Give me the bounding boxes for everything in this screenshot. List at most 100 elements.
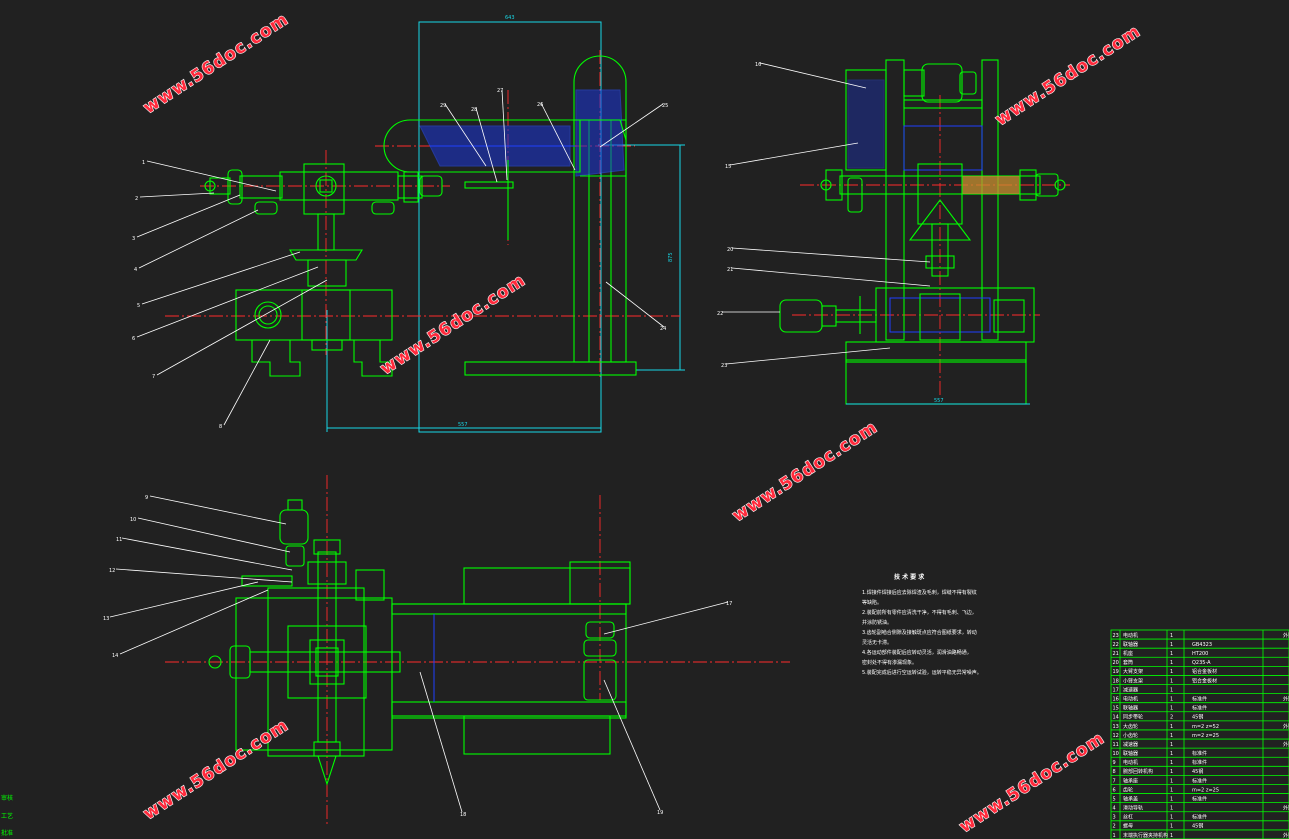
bom-cell-mat: 标准件	[1192, 759, 1207, 766]
bom-cell-mat: 标准件	[1192, 705, 1207, 712]
bom-cell-name: 减速器	[1123, 741, 1138, 748]
watermark-text: www.56doc.com	[729, 417, 882, 526]
bom-cell-no: 15	[1113, 706, 1119, 712]
bom-cell-mat: m=2 z=25	[1192, 733, 1219, 739]
front-view: 643 875 557	[132, 15, 685, 433]
bom-cell-name: 机座	[1123, 650, 1133, 657]
leader-label-24: 24	[660, 326, 666, 332]
bom-cell-qty: 1	[1170, 660, 1173, 666]
bom-cell-no: 11	[1113, 742, 1119, 748]
leader-label-3: 3	[132, 236, 135, 242]
dim-top: 643	[505, 15, 515, 21]
corner-mark: 工艺	[1, 812, 13, 820]
bom-cell-no: 1	[1113, 833, 1116, 839]
bom-cell-qty: 1	[1170, 787, 1173, 793]
leader-label-10: 10	[130, 517, 136, 523]
bom-cell-no: 18	[1113, 678, 1119, 684]
corner-mark: 批准	[1, 829, 13, 837]
watermarks: www.56doc.com www.56doc.com www.56doc.co…	[139, 9, 1145, 838]
bom-cell-no: 7	[1113, 778, 1116, 784]
leader-label-20: 20	[727, 247, 733, 253]
side-view: 557 16 15 20 21 22 23	[717, 59, 1070, 405]
bom-cell-note: 外购	[1283, 632, 1289, 639]
leader-label-14: 14	[112, 653, 118, 659]
bom-cell-name: 大臂支架	[1123, 668, 1143, 675]
leader-label-12: 12	[109, 568, 115, 574]
bom-cell-name: 滑动导轨	[1123, 805, 1143, 812]
bom-cell-note: 外购	[1283, 695, 1289, 702]
leader-label-15: 15	[725, 164, 731, 170]
technical-requirements: 技 术 要 求 1.焊接件焊接后应去除焊渣及毛刺，焊缝不得有裂纹 等缺陷。 2.…	[862, 573, 982, 676]
watermark-text: www.56doc.com	[140, 9, 293, 118]
bom-cell-note: 外购	[1283, 741, 1289, 748]
bom-cell-qty: 1	[1170, 815, 1173, 821]
bom-cell-mat: 标准件	[1192, 750, 1207, 757]
front-leaders: 1 2 3 4 5 6 7 8 25 26 27 28 29 24	[132, 88, 668, 430]
bom-cell-no: 3	[1113, 815, 1116, 821]
bom-cell-mat: 45钢	[1192, 714, 1203, 721]
corner-marks: 审核 工艺 批准	[1, 794, 13, 837]
watermark-text: www.56doc.com	[140, 715, 293, 824]
top-leaders: 9 10 11 12 13 14 17 18 19	[103, 495, 732, 818]
bom-cell-name: 电动机	[1123, 695, 1138, 702]
bom-cell-no: 10	[1113, 751, 1119, 757]
bom-cell-qty: 1	[1170, 642, 1173, 648]
leader-label-21: 21	[727, 267, 733, 273]
front-dimensions: 643 875 557	[326, 15, 685, 433]
bom-cell-mat: m=2 z=25	[1192, 787, 1219, 793]
leader-label-19: 19	[657, 810, 663, 816]
bom-cell-qty: 2	[1170, 715, 1173, 721]
tech-note-line: 4.各运动部件装配后应转动灵活，润滑油路畅通，	[862, 649, 972, 656]
bom-cell-note: 外购	[1283, 805, 1289, 812]
bom-cell-name: 小臂支架	[1123, 677, 1143, 684]
bom-cell-qty: 1	[1170, 769, 1173, 775]
leader-label-18: 18	[460, 812, 466, 818]
leader-label-2: 2	[135, 196, 138, 202]
corner-mark: 审核	[1, 794, 13, 802]
bom-cell-name: 联轴器	[1123, 705, 1138, 712]
tech-note-line: 3.齿轮副啮合侧隙及接触斑点应符合图纸要求，转动	[862, 629, 977, 636]
leader-label-22: 22	[717, 311, 723, 317]
bom-cell-no: 19	[1113, 669, 1119, 675]
leader-label-5: 5	[137, 303, 140, 309]
bom-cell-mat: GB4323	[1192, 642, 1212, 648]
leader-label-6: 6	[132, 336, 135, 342]
bom-cell-no: 23	[1113, 633, 1119, 639]
bom-cell-name: 套筒	[1123, 659, 1133, 666]
leader-label-8: 8	[219, 424, 222, 430]
bom-cell-no: 5	[1113, 796, 1116, 802]
bom-cell-mat: 标准件	[1192, 777, 1207, 784]
leader-label-25: 25	[662, 103, 668, 109]
bom-cell-no: 13	[1113, 724, 1119, 730]
leader-label-27: 27	[497, 88, 503, 94]
leader-label-28: 28	[471, 107, 477, 113]
bom-cell-qty: 1	[1170, 678, 1173, 684]
bom-cell-name: 联轴器	[1123, 750, 1138, 757]
tech-note-line: 等缺陷。	[862, 599, 882, 606]
side-dim-bottom: 557	[934, 398, 944, 404]
leader-label-17: 17	[726, 601, 732, 607]
bom-cell-no: 20	[1113, 660, 1119, 666]
tech-notes-title: 技 术 要 求	[894, 573, 925, 581]
bom-cell-mat: 铝合金板材	[1192, 677, 1217, 684]
bom-cell-name: 丝杠	[1123, 814, 1133, 821]
bom-cell-note: 外购	[1283, 723, 1289, 730]
top-view: 9 10 11 12 13 14 17 18 19	[103, 475, 790, 826]
leader-label-23: 23	[721, 363, 727, 369]
tech-note-line: 2.装配前所有零件应清洗干净，不得有毛刺、飞边，	[862, 609, 977, 616]
bom-cell-name: 大齿轮	[1123, 723, 1138, 730]
bom-cell-no: 12	[1113, 733, 1119, 739]
bom-table: 23电动机1外购22联轴器1GB432321机座1HT20020套筒1Q235-…	[1110, 629, 1289, 839]
bom-cell-mat: 铝合金板材	[1192, 668, 1217, 675]
bom-cell-mat: 标准件	[1192, 795, 1207, 802]
bom-cell-qty: 1	[1170, 742, 1173, 748]
bom-cell-no: 2	[1113, 824, 1116, 830]
bom-cell-name: 电动机	[1123, 632, 1138, 639]
bom-cell-mat: HT200	[1192, 651, 1208, 657]
bom-cell-no: 9	[1113, 760, 1116, 766]
bom-cell-name: 轴承盖	[1123, 795, 1138, 802]
bom-cell-qty: 1	[1170, 751, 1173, 757]
bom-cell-qty: 1	[1170, 706, 1173, 712]
bom-cell-mat: 45钢	[1192, 768, 1203, 775]
leader-label-7: 7	[152, 374, 155, 380]
